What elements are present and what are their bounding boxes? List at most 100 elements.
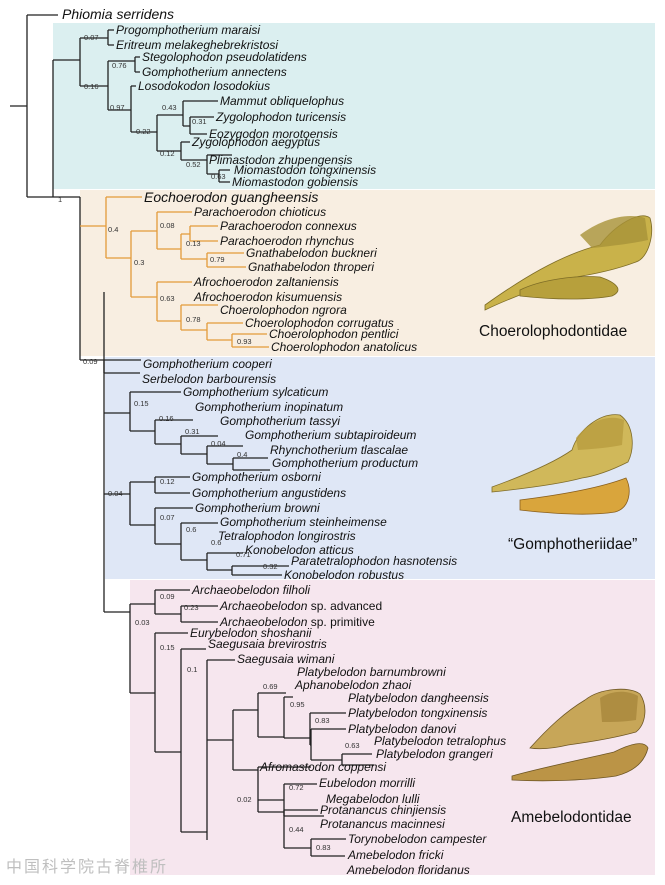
clade-label-choerolophodontidae: Choerolophodontidae: [479, 323, 627, 340]
band-basal-clade: [53, 23, 655, 189]
taxon-label: Eritreum melakeghebrekristosi: [116, 38, 278, 52]
support-value: 0.63: [160, 294, 175, 303]
support-value: 0.04: [108, 489, 123, 498]
support-value: 0.31: [185, 427, 200, 436]
taxon-label: Eubelodon morrilli: [319, 776, 415, 790]
taxon-label: Protanancus macinnesi: [320, 817, 445, 831]
taxon-label: Choerolophodon corrugatus: [245, 316, 394, 330]
taxon-label: Choerolophodon pentlici: [269, 327, 399, 341]
taxon-label: Eochoerodon guangheensis: [144, 189, 318, 205]
taxon-label: Parachoerodon connexus: [220, 219, 357, 233]
support-value: 0.78: [186, 315, 201, 324]
taxon-label: Gomphotherium angustidens: [192, 486, 346, 500]
taxon-label: Platybelodon dangheensis: [348, 691, 489, 705]
taxon-label: Miomastodon tongxinensis: [234, 163, 376, 177]
taxon-label: Platybelodon tetralophus: [374, 734, 506, 748]
support-value: 0.12: [160, 149, 175, 158]
support-value: 0.95: [290, 700, 305, 709]
support-value: 0.69: [263, 682, 278, 691]
taxon-label: Zygolophodon aegyptus: [191, 135, 320, 149]
taxon-label: Choerolophodon anatolicus: [271, 340, 417, 354]
taxon-label: Parachoerodon rhynchus: [220, 234, 354, 248]
taxon-label: Amebelodon fricki: [347, 848, 444, 862]
taxon-label: Tetralophodon longirostris: [218, 529, 356, 543]
support-value: 0.08: [160, 221, 175, 230]
support-value: 0.09: [160, 592, 175, 601]
support-value: 0.3: [134, 258, 144, 267]
support-value: 0.6: [211, 538, 221, 547]
support-value: 0.03: [135, 618, 150, 627]
clade-label-gomphotheriidae: “Gomphotheriidae”: [508, 536, 637, 553]
support-values: 0.07 0.76 0.16 0.97 0.43 0.31 0.22 0.12 …: [58, 33, 360, 852]
support-value: 0.22: [136, 127, 151, 136]
taxon-label: Paratetralophodon hasnotensis: [291, 554, 457, 568]
taxon-label: Progomphotherium maraisi: [116, 23, 260, 37]
support-value: 0.71: [236, 550, 251, 559]
choerolophodontidae-branches: [80, 196, 269, 348]
watermark: 中国科学院古脊椎所: [6, 857, 168, 876]
support-value: 0.32: [263, 562, 278, 571]
taxon-label: Gomphotherium browni: [195, 501, 320, 515]
taxon-label: Gomphotherium osborni: [192, 470, 321, 484]
support-value: 1: [58, 195, 62, 204]
taxon-label: Miomastodon gobiensis: [232, 175, 358, 189]
taxon-label: Afromastodon coppensi: [259, 760, 386, 774]
support-value: 0.02: [237, 795, 252, 804]
support-value: 0.83: [315, 716, 330, 725]
support-value: 0.6: [186, 525, 196, 534]
taxon-label: Platybelodon grangeri: [376, 747, 493, 761]
support-value: 0.43: [162, 103, 177, 112]
taxon-label: Eozygodon morotoensis: [209, 127, 338, 141]
support-value: 0.83: [316, 843, 331, 852]
taxon-label: Afrochoerodon kisumuensis: [193, 290, 342, 304]
amebelodon-skull-illustration: [511, 688, 649, 782]
support-value: 0.79: [210, 255, 225, 264]
support-value: 0.52: [186, 160, 201, 169]
support-value: 0.1: [187, 665, 197, 674]
taxon-label: Gomphotherium inopinatum: [195, 400, 343, 414]
support-value: 0.13: [186, 239, 201, 248]
support-value: 0.15: [134, 399, 149, 408]
taxon-label: Gomphotherium cooperi: [143, 357, 272, 371]
support-value: 0.4: [108, 225, 118, 234]
taxon-label: Platybelodon tongxinensis: [348, 706, 487, 720]
taxon-label: Platybelodon barnumbrowni: [297, 665, 446, 679]
taxon-label: Zygolophodon turicensis: [215, 110, 346, 124]
taxon-label: Mammut obliquelophus: [220, 94, 344, 108]
support-value: 0.16: [159, 414, 174, 423]
support-value: 0.12: [160, 477, 175, 486]
tree-branches: [10, 14, 232, 373]
taxon-label: Serbelodon barbourensis: [142, 372, 276, 386]
choerolophodon-skull-illustration: [484, 215, 653, 311]
taxon-label: Archaeobelodon filholi: [191, 583, 310, 597]
clade-label-amebelodontidae: Amebelodontidae: [511, 809, 632, 826]
support-value: 0.07: [84, 33, 99, 42]
support-value: 0.09: [83, 357, 98, 366]
taxon-label: Gomphotherium annectens: [142, 65, 287, 79]
support-value: 0.16: [84, 82, 99, 91]
support-value: 0.63: [345, 741, 360, 750]
taxon-label: Archaeobelodon sp. primitive: [219, 615, 375, 629]
taxon-label: Gnathabelodon throperi: [248, 260, 374, 274]
taxon-label: Stegolophodon pseudolatidens: [142, 50, 307, 64]
support-value: 0.15: [160, 643, 175, 652]
support-value: 0.97: [110, 103, 125, 112]
taxon-label: Gomphotherium productum: [272, 456, 418, 470]
taxon-label: Konobelodon atticus: [245, 543, 354, 557]
support-value: 0.23: [184, 603, 199, 612]
taxon-label: Amebelodon floridanus: [346, 863, 470, 877]
taxon-label: Platybelodon danovi: [348, 722, 456, 736]
taxon-label: Afrochoerodon zaltaniensis: [193, 275, 339, 289]
taxon-label: Aphanobelodon zhaoi: [294, 678, 411, 692]
support-value: 0.63: [211, 172, 226, 181]
support-value: 0.44: [289, 825, 304, 834]
taxon-label: Plimastodon zhupengensis: [209, 153, 352, 167]
taxon-label: Archaeobelodon sp. advanced: [219, 599, 382, 613]
support-value: 0.31: [192, 117, 207, 126]
taxon-label: Gnathabelodon buckneri: [246, 246, 377, 260]
taxon-label: Saegusaia brevirostris: [208, 637, 327, 651]
support-value: 0.4: [237, 450, 247, 459]
taxon-labels: Phiomia serridens Progomphotherium marai…: [62, 6, 506, 877]
taxon-label: Megabelodon lulli: [326, 792, 420, 806]
